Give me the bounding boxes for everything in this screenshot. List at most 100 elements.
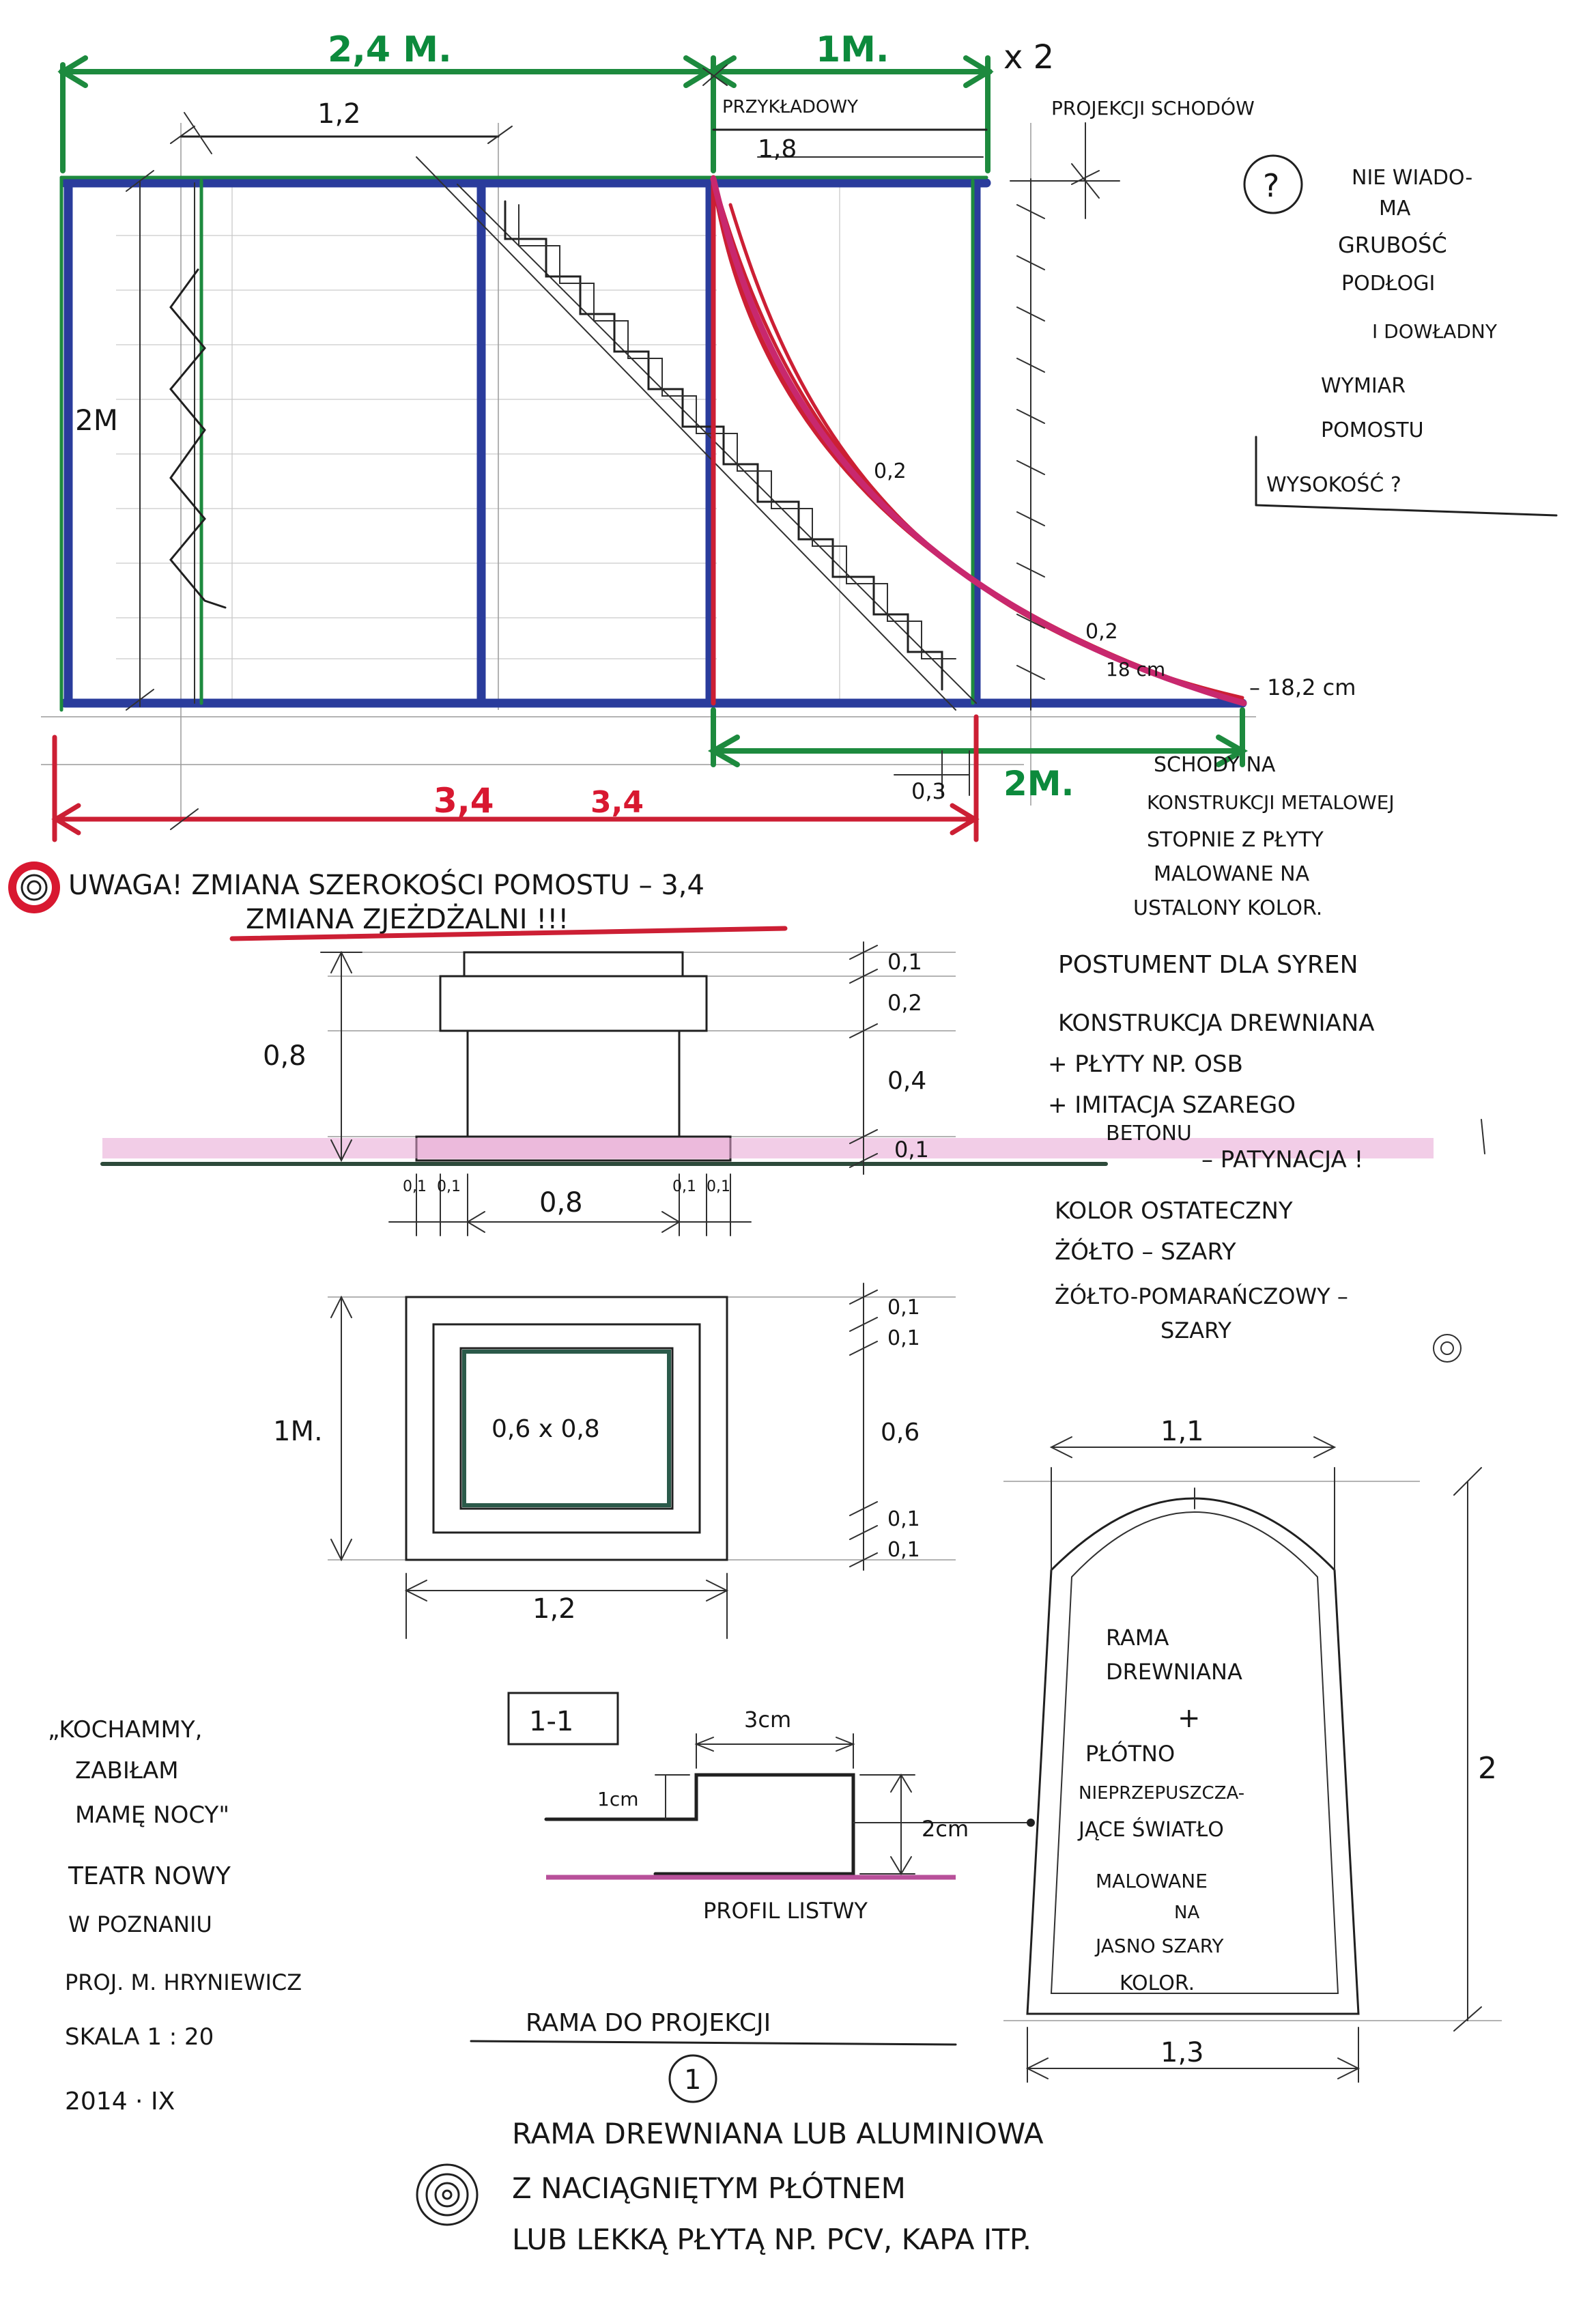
title-block-line: W POZNANIU xyxy=(68,1911,212,1937)
dim-0-2-stairs: 0,2 xyxy=(874,459,907,483)
frame-dim-bottom: 1,3 xyxy=(1160,2037,1204,2068)
ped-dim-height: 0,8 xyxy=(263,1040,307,1072)
frame-text-line: PŁÓTNO xyxy=(1085,1740,1175,1767)
elevation-gridlines xyxy=(41,123,1256,819)
dim-2m-left: 2M xyxy=(75,403,118,437)
section-dim-3cm: 3cm xyxy=(744,1707,791,1733)
frame-title-block: RAMA DO PROJEKCJI 1 xyxy=(470,2009,957,2103)
dim-18cm: 18 cm xyxy=(1106,658,1165,681)
inner-opening xyxy=(462,1350,671,1507)
plan-inner-size: 0,6 x 0,8 xyxy=(491,1415,600,1443)
frame-text-line: MALOWANE xyxy=(1096,1870,1208,1892)
plan-dim-right: 0,1 xyxy=(887,1326,920,1350)
frame-text-line: NA xyxy=(1174,1903,1199,1923)
plan-dim-right: 0,1 xyxy=(887,1507,920,1531)
ped-dim-small: 0,1 xyxy=(672,1178,696,1195)
note-pedestal-line: BETONU xyxy=(1106,1122,1192,1145)
plan-dim-width: 1,2 xyxy=(532,1593,576,1625)
dim-1-8: 1,8 xyxy=(758,135,797,163)
ped-dim-right: 0,1 xyxy=(894,1137,929,1163)
question-mark: ? xyxy=(1263,167,1279,204)
note-pedestal-line: ŻÓŁTO-POMARAŃCZOWY – xyxy=(1055,1283,1348,1309)
stage-elevation-drawing: 2,4 M. 1M. x 2 PRZYKŁADOWY PROJEKCJI SCH… xyxy=(41,29,1356,842)
frame-text-line: + xyxy=(1178,1703,1201,1734)
profile-outline xyxy=(544,1773,855,1876)
frame-title: RAMA DO PROJEKCJI xyxy=(526,2009,771,2037)
pedestal-plan: 0,1 0,1 0,6 0,1 0,1 1M. 0,6 x 0,8 1,2 xyxy=(273,1283,956,1639)
note-thickness-line: MA xyxy=(1379,197,1411,220)
note-thickness-line: NIE WIADO- xyxy=(1352,166,1472,190)
note-pedestal-line: KOLOR OSTATECZNY xyxy=(1055,1197,1293,1225)
note-thickness: NIE WIADO- MA GRUBOŚĆ PODŁOGI I DOWŁADNY… xyxy=(1255,166,1558,517)
note-stairs-line: SCHODY NA xyxy=(1154,753,1276,777)
section-profile: 1-1 3cm 1cm 2cm PROFIL LISTWY xyxy=(507,1692,1035,1924)
title-block: „KOCHAMMY, ZABIŁAM MAMĘ NOCY" TEATR NOWY… xyxy=(48,1716,302,2116)
multiplier-label: x 2 xyxy=(1003,38,1054,76)
plan-dim-right: 0,1 xyxy=(887,1538,920,1562)
dim-green-left: 2,4 M. xyxy=(328,29,452,70)
dim-0-3: 0,3 xyxy=(911,778,946,804)
ped-dim-right: 0,4 xyxy=(887,1067,926,1095)
dim-green-bottom: 2M. xyxy=(1003,764,1074,803)
note-thickness-line: WYSOKOŚĆ ? xyxy=(1266,472,1401,497)
frame-dim-top: 1,1 xyxy=(1160,1416,1204,1447)
frame-text-line: JASNO SZARY xyxy=(1094,1935,1224,1957)
plan-dim-right: 0,1 xyxy=(887,1296,920,1320)
zigzag-rail xyxy=(169,268,227,609)
plan-dim-right: 0,6 xyxy=(881,1419,920,1447)
note-stairs-line: STOPNIE Z PŁYTY xyxy=(1147,828,1324,852)
title-block-line: 2014 · IX xyxy=(65,2088,175,2116)
plan-dim-height: 1M. xyxy=(273,1416,323,1447)
label-projekcji-schodow: PROJEKCJI SCHODÓW xyxy=(1051,96,1255,119)
dim-0-2-slide: 0,2 xyxy=(1085,620,1118,644)
title-block-line: MAMĘ NOCY" xyxy=(75,1802,229,1829)
note-stairs-line: KONSTRUKCJI METALOWEJ xyxy=(1147,791,1395,814)
label-przykladowy: PRZYKŁADOWY xyxy=(722,97,858,117)
warning-line-1: UWAGA! ZMIANA SZEROKOŚCI POMOSTU – 3,4 xyxy=(68,868,704,901)
top-dimensions xyxy=(57,55,994,173)
title-block-line: TEATR NOWY xyxy=(68,1862,231,1890)
note-thickness-line: GRUBOŚĆ xyxy=(1338,231,1447,258)
ped-dim-right: 0,1 xyxy=(887,949,922,975)
bottom-note: RAMA DREWNIANA LUB ALUMINIOWA Z NACIĄGNI… xyxy=(416,2117,1044,2256)
ped-dim-small: 0,1 xyxy=(403,1178,427,1195)
title-block-line: „KOCHAMMY, xyxy=(48,1716,202,1743)
stair-flight xyxy=(416,156,977,711)
frame-text-line: KOLOR. xyxy=(1120,1971,1195,1995)
note-thickness-line: I DOWŁADNY xyxy=(1372,320,1498,343)
bottom-note-line: LUB LEKKĄ PŁYTĄ NP. PCV, KAPA ITP. xyxy=(512,2223,1031,2256)
height-ticks xyxy=(1010,122,1120,711)
note-pedestal: POSTUMENT DLA SYREN KONSTRUKCJA DREWNIAN… xyxy=(1048,951,1485,1363)
frame-text-line: NIEPRZEPUSZCZA- xyxy=(1079,1783,1244,1804)
note-stairs-line: MALOWANE NA xyxy=(1154,862,1310,886)
projection-frame: 1,1 2 1,3 RAMA DREWNIANA + PŁÓTNO NIEPRZ… xyxy=(1003,1416,1502,2083)
frame-text-line: JĄCE ŚWIATŁO xyxy=(1077,1817,1224,1842)
dim-18-2cm: – 18,2 cm xyxy=(1249,674,1356,700)
ped-dim-small: 0,1 xyxy=(707,1178,730,1195)
slide-curve xyxy=(710,175,1247,707)
note-pedestal-line: POSTUMENT DLA SYREN xyxy=(1058,951,1358,979)
dim-1-2: 1,2 xyxy=(317,98,361,130)
dim-red-b: 3,4 xyxy=(590,785,644,820)
note-pedestal-line: SZARY xyxy=(1160,1318,1231,1343)
section-dim-1cm: 1cm xyxy=(597,1788,638,1810)
title-block-line: ZABIŁAM xyxy=(75,1757,179,1784)
bottom-note-line: RAMA DREWNIANA LUB ALUMINIOWA xyxy=(512,2117,1044,2150)
title-block-line: SKALA 1 : 20 xyxy=(65,2023,214,2051)
note-thickness-line: POMOSTU xyxy=(1321,418,1424,442)
note-pedestal-line: + PŁYTY NP. OSB xyxy=(1048,1051,1243,1078)
note-stairs: SCHODY NA KONSTRUKCJI METALOWEJ STOPNIE … xyxy=(1133,753,1395,920)
bottom-dimensions xyxy=(51,707,1249,842)
question-circle xyxy=(1243,154,1303,214)
platform-frame xyxy=(59,175,1247,712)
frame-dim-side: 2 xyxy=(1478,1751,1497,1786)
section-tag: 1-1 xyxy=(529,1706,573,1737)
frame-text-line: RAMA xyxy=(1106,1625,1169,1651)
ped-dim-right: 0,2 xyxy=(887,990,922,1016)
section-dim-2cm: 2cm xyxy=(922,1816,969,1842)
note-stairs-line: USTALONY KOLOR. xyxy=(1133,896,1322,920)
pedestal-elevation: 0,1 0,2 0,4 0,1 0,8 0,1 0,1 0,1 0,1 0,8 xyxy=(100,941,1434,1236)
frame-number: 1 xyxy=(684,2064,701,2096)
frame-text-line: DREWNIANA xyxy=(1106,1659,1242,1685)
